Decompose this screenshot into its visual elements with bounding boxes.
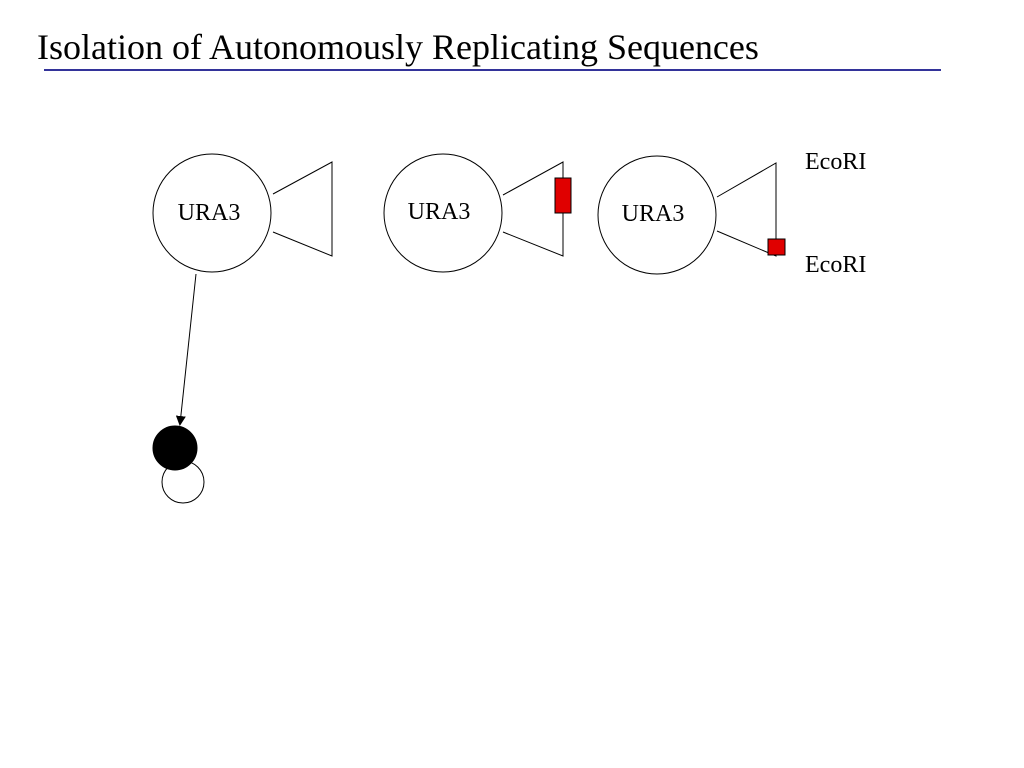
yeast-cell [152,425,205,504]
vector-arm-outline [272,161,333,257]
ecori-site-bottom-label: EcoRI [805,252,866,278]
vector-arm-outline [502,161,564,257]
plasmid-circle [152,153,272,273]
vector-arm-outline [716,162,777,257]
ecori-site-top-label: EcoRI [805,149,866,175]
ura3-label: URA3 [622,201,685,227]
plasmid-empty-vector: URA3 [152,153,333,273]
plasmid-with-insert: URA3 [383,153,572,273]
yeast-mother-cell [152,425,198,471]
transformation-arrow [175,273,197,426]
plasmid-ecori-sites: URA3 EcoRI EcoRI [597,149,866,278]
plasmid-circle [597,155,717,275]
title-underline [44,69,941,71]
ars-insert [554,177,572,214]
ecori-insert [767,238,786,256]
slide-title: Isolation of Autonomously Replicating Se… [37,27,759,67]
ura3-label: URA3 [178,200,241,226]
ura3-label: URA3 [408,199,471,225]
plasmid-circle [383,153,503,273]
